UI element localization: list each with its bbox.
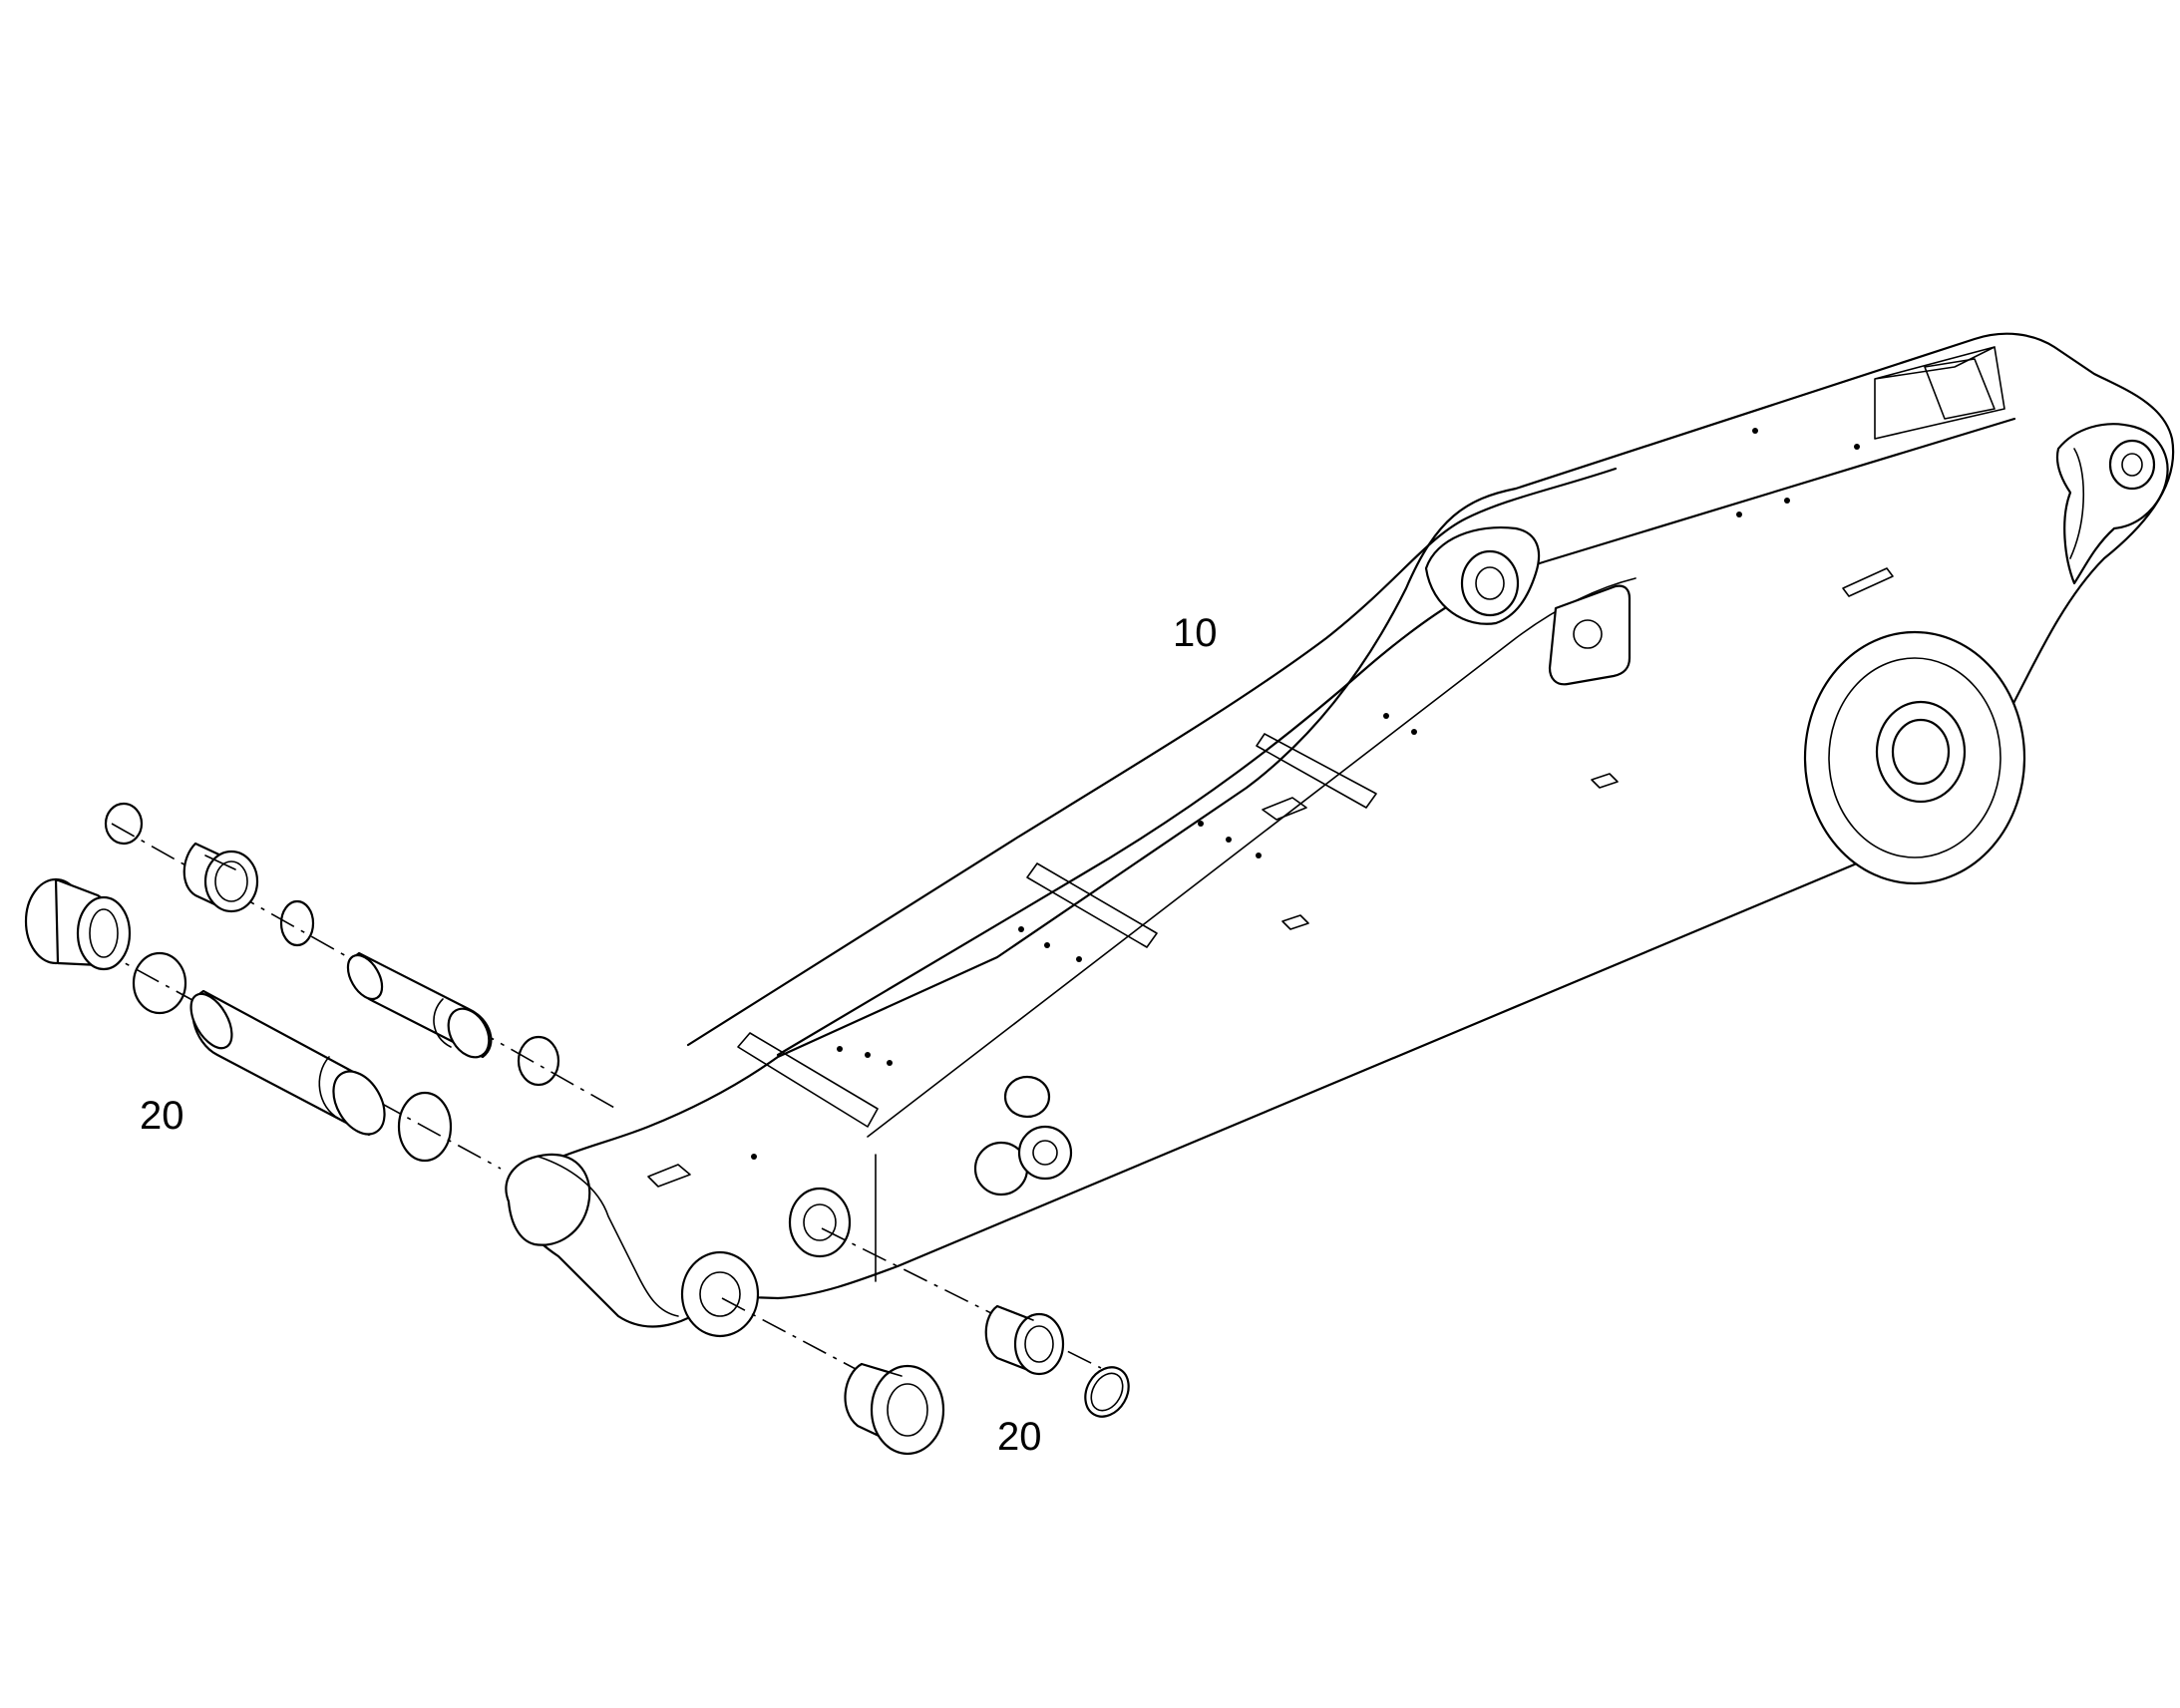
boom-nose-lower-boss xyxy=(680,1250,760,1338)
boom-tip-boss xyxy=(2108,439,2156,491)
stiffener-plate-3 xyxy=(1256,733,1377,809)
o-ring-right xyxy=(1084,1366,1130,1418)
o-ring-right-inner xyxy=(1090,1372,1124,1412)
boom-tip-lug xyxy=(2055,423,2169,585)
stiffener-plate-1 xyxy=(737,1032,879,1128)
boom-nose-upper-lug xyxy=(505,1153,591,1246)
bushing-right-large xyxy=(844,1362,945,1456)
snap-ring-3 xyxy=(517,1035,560,1087)
bushing-right-small xyxy=(984,1304,1065,1376)
lug-plate-hole xyxy=(1573,619,1603,649)
callout-pin-set-left: 20 xyxy=(140,1094,184,1138)
boom-foot-boss-inner xyxy=(1875,700,1967,804)
pin-set-right xyxy=(844,1304,1130,1456)
boom-tip-bore xyxy=(2121,453,2143,477)
pin-lower xyxy=(189,989,386,1137)
bushing-lower xyxy=(24,877,132,971)
top-crossbar xyxy=(1874,346,2005,440)
center-plate-2 xyxy=(1281,914,1309,930)
pin-upper xyxy=(346,951,493,1059)
boom-assembly xyxy=(505,332,2175,1338)
center-plate-1 xyxy=(1262,797,1307,821)
stiffener-plate-2 xyxy=(1026,862,1158,948)
snap-ring-2 xyxy=(279,899,315,947)
boom-nose-lower-bore xyxy=(699,1271,741,1317)
snap-ring-1 xyxy=(104,802,144,846)
cylinder-mount-bore xyxy=(1475,566,1505,600)
lug-plate xyxy=(1548,584,1632,686)
bushing-upper xyxy=(182,842,259,913)
boom-foot-boss-ring xyxy=(1828,657,2001,858)
boom-nose-plate xyxy=(647,1164,691,1188)
center-line-right-upper xyxy=(821,1227,1102,1369)
boom-side-plate xyxy=(515,332,2175,1328)
inspection-cover-1 xyxy=(1003,1075,1051,1119)
boom-side-boss xyxy=(788,1187,852,1258)
top-crossbar-2 xyxy=(1924,358,1996,420)
boom-nose-ridge xyxy=(538,1156,679,1317)
boom-top-flange-front xyxy=(686,467,1618,1047)
snap-ring-4 xyxy=(132,951,187,1015)
boom-tip-notch xyxy=(2069,448,2085,559)
snap-ring-5 xyxy=(397,1091,453,1163)
callout-pin-set-right: 20 xyxy=(997,1415,1042,1459)
pin-set-left xyxy=(24,802,560,1163)
boom-side-bore xyxy=(803,1203,837,1241)
boom-foot-bore xyxy=(1891,718,1951,786)
callout-boom: 10 xyxy=(1173,611,1218,655)
center-plate-3 xyxy=(1591,773,1619,789)
inspection-cover-3 xyxy=(1017,1125,1073,1181)
side-tag xyxy=(1842,567,1894,597)
cylinder-mount-boss xyxy=(1460,549,1520,617)
inspection-cover-3-inner xyxy=(1032,1140,1058,1166)
